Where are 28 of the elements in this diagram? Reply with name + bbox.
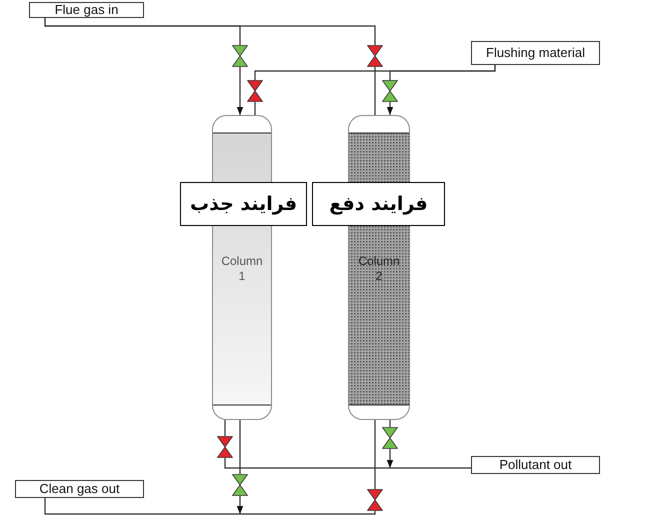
valve-icon [382, 80, 398, 102]
stream-label: Pollutant out [471, 456, 600, 474]
valve-icon [232, 45, 248, 67]
pipe-line [374, 67, 376, 115]
stream-label: Flue gas in [29, 2, 144, 18]
column-label: Column 2 [357, 254, 401, 284]
flow-arrow [386, 102, 394, 115]
valve-icon [382, 427, 398, 449]
process-label: فرایند جذب [180, 182, 307, 226]
pipe-line [224, 458, 471, 469]
valve-icon [367, 489, 383, 511]
flow-arrow [236, 67, 244, 115]
pipe-line [239, 420, 241, 474]
flow-arrow [386, 449, 394, 468]
stream-label: Flushing material [471, 41, 600, 65]
valve-icon [247, 80, 263, 102]
pipe-line [374, 420, 376, 489]
flow-arrow [236, 496, 244, 514]
valve-icon [232, 474, 248, 496]
pipe-line [389, 65, 496, 80]
pipe-line [224, 420, 226, 436]
stream-label: Clean gas out [15, 480, 144, 498]
pipe-line [254, 102, 256, 115]
valve-icon [367, 45, 383, 67]
pipe-line [44, 18, 376, 45]
valve-icon [217, 436, 233, 458]
process-label: فرایند دفع [312, 182, 445, 226]
column-label: Column 1 [220, 254, 264, 284]
